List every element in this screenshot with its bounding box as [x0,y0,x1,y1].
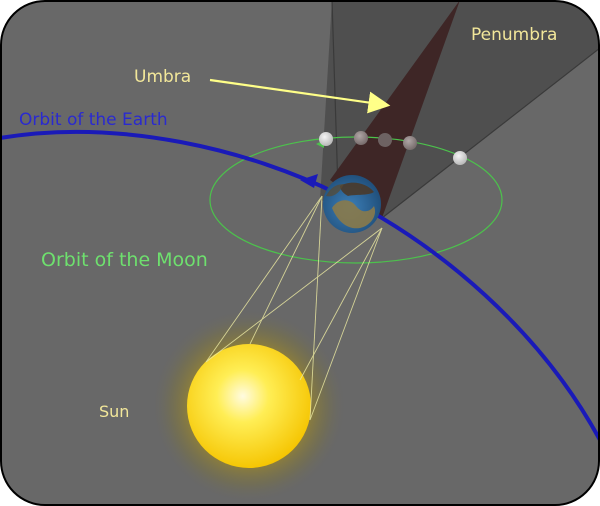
moon-phase-2 [354,131,368,145]
moon-phase-3 [378,133,392,147]
label-orbit-moon: Orbit of the Moon [41,249,208,271]
moon-phase-1 [319,132,333,146]
moon-phase-5 [453,151,467,165]
penumbra-edge-right [381,47,599,219]
umbra-pointer-arrow [209,78,391,114]
label-orbit-earth: Orbit of the Earth [19,110,168,130]
label-sun: Sun [99,402,129,421]
umbra-region [330,1,460,218]
earth-orbit-arrow [300,174,318,188]
earth [323,175,381,233]
label-umbra: Umbra [134,67,191,87]
moon-phase-4 [403,136,417,150]
sunlight-lines [205,195,383,421]
penumbra-edge-left [331,1,339,191]
sun-disc [187,344,311,468]
label-penumbra: Penumbra [471,25,557,45]
